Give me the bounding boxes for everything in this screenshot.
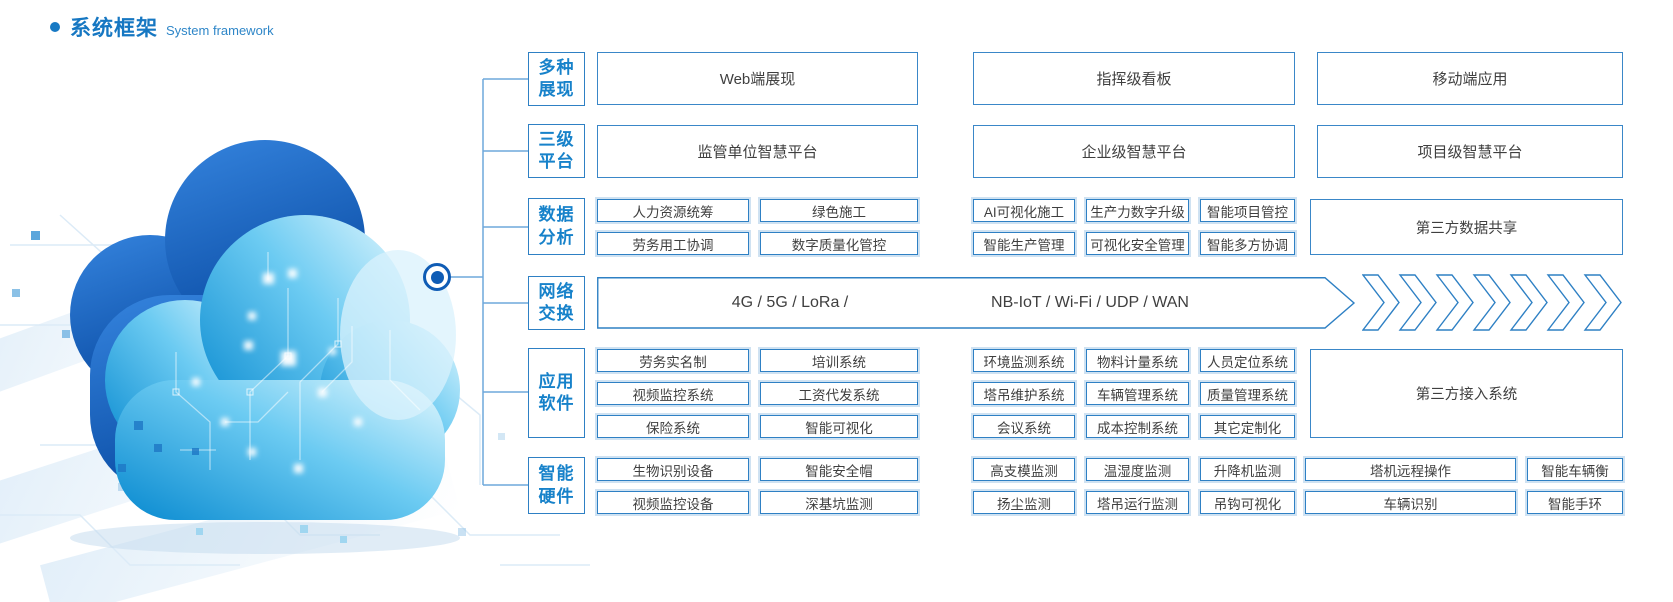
page-title: 系统框架 System framework <box>50 12 274 42</box>
diagram-box: 升降机监测 <box>1200 458 1295 481</box>
label-line: 展现 <box>538 80 575 99</box>
light-streak <box>40 456 460 602</box>
category-label-software: 应用 软件 <box>528 348 585 438</box>
diagram-box: 智能可视化 <box>760 415 918 438</box>
diagram-box: 视频监控设备 <box>597 491 749 514</box>
light-streak <box>0 250 260 400</box>
diagram-box: 高支模监测 <box>973 458 1075 481</box>
label-line: 硬件 <box>538 486 575 506</box>
circuit-background <box>0 214 590 566</box>
category-label-display: 多种 展现 <box>528 52 585 106</box>
diagram-box: 温湿度监测 <box>1086 458 1189 481</box>
diagram-box: 视频监控系统 <box>597 382 749 405</box>
diagram-box: 智能多方协调 <box>1200 232 1295 255</box>
label-line: 多种 <box>538 57 575 77</box>
diagram-box: 塔吊运行监测 <box>1086 491 1189 514</box>
category-label-platform: 三级 平台 <box>528 124 585 178</box>
diagram-box: 车辆管理系统 <box>1086 382 1189 405</box>
diagram-box: 工资代发系统 <box>760 382 918 405</box>
label-line: 三级 <box>538 129 575 149</box>
bullet-icon <box>50 22 60 32</box>
diagram-box: 质量管理系统 <box>1200 382 1295 405</box>
diagram-box: 智能手环 <box>1527 491 1623 514</box>
network-protocols-right: NB-IoT / Wi-Fi / UDP / WAN <box>991 294 1189 311</box>
diagram-box: 生产力数字升级 <box>1086 199 1189 222</box>
label-line: 应用 <box>538 371 575 391</box>
diagram-box: 智能车辆衡 <box>1527 458 1623 481</box>
diagram-box: 监管单位智慧平台 <box>597 125 918 178</box>
diagram-box: 会议系统 <box>973 415 1075 438</box>
diagram-box: 塔机远程操作 <box>1305 458 1516 481</box>
network-protocols-left: 4G / 5G / LoRa / <box>731 294 849 311</box>
diagram-box: 成本控制系统 <box>1086 415 1189 438</box>
diagram-box: 指挥级看板 <box>973 52 1295 105</box>
title-english: System framework <box>166 23 274 38</box>
label-line: 网络 <box>538 281 575 301</box>
diagram-box: 数字质量化管控 <box>760 232 918 255</box>
label-line: 平台 <box>538 152 575 171</box>
diagram-box: 可视化安全管理 <box>1086 232 1189 255</box>
diagram-box: 企业级智慧平台 <box>973 125 1295 178</box>
diagram-box: 移动端应用 <box>1317 52 1623 105</box>
diagram-box: 塔吊维护系统 <box>973 382 1075 405</box>
cloud-graphic <box>70 140 460 554</box>
diagram-box: Web端展现 <box>597 52 918 105</box>
cloud-connector-node <box>423 263 451 291</box>
diagram-box: 扬尘监测 <box>973 491 1075 514</box>
diagram-box: 人员定位系统 <box>1200 349 1295 372</box>
diagram-box: 绿色施工 <box>760 199 918 222</box>
category-label-network: 网络 交换 <box>528 276 585 330</box>
label-line: 分析 <box>538 227 575 247</box>
network-arrow-banner <box>597 277 1356 329</box>
label-line: 交换 <box>538 304 575 323</box>
chevron-arrows-icon <box>1362 274 1622 331</box>
category-label-hardware: 智能 硬件 <box>528 457 585 514</box>
diagram-box: 智能生产管理 <box>973 232 1075 255</box>
light-streak <box>0 375 341 545</box>
label-line: 数据 <box>538 205 575 225</box>
diagram-box: 其它定制化 <box>1200 415 1295 438</box>
diagram-box: 培训系统 <box>760 349 918 372</box>
diagram-box: 保险系统 <box>597 415 749 438</box>
diagram-box: 车辆识别 <box>1305 491 1516 514</box>
category-label-data-analysis: 数据 分析 <box>528 198 585 255</box>
diagram-box: 第三方接入系统 <box>1310 349 1623 438</box>
diagram-box: 第三方数据共享 <box>1310 199 1623 255</box>
diagram-box: 劳务实名制 <box>597 349 749 372</box>
label-line: 智能 <box>538 464 575 484</box>
diagram-box: 劳务用工协调 <box>597 232 749 255</box>
diagram-box: 吊钩可视化 <box>1200 491 1295 514</box>
node-dot-icon <box>430 270 444 284</box>
diagram-box: 智能安全帽 <box>760 458 918 481</box>
diagram-box: 项目级智慧平台 <box>1317 125 1623 178</box>
diagram-box: 环境监测系统 <box>973 349 1075 372</box>
diagram-box: 生物识别设备 <box>597 458 749 481</box>
title-chinese: 系统框架 <box>70 17 158 40</box>
diagram-box: 智能项目管控 <box>1200 199 1295 222</box>
diagram-box: 人力资源统筹 <box>597 199 749 222</box>
diagram-box: AI可视化施工 <box>973 199 1075 222</box>
diagram-box: 物料计量系统 <box>1086 349 1189 372</box>
network-arrow-text-layer: 4G / 5G / LoRa / NB-IoT / Wi-Fi / UDP / … <box>597 277 1355 329</box>
diagram-box: 深基坑监测 <box>760 491 918 514</box>
label-line: 软件 <box>538 394 575 413</box>
